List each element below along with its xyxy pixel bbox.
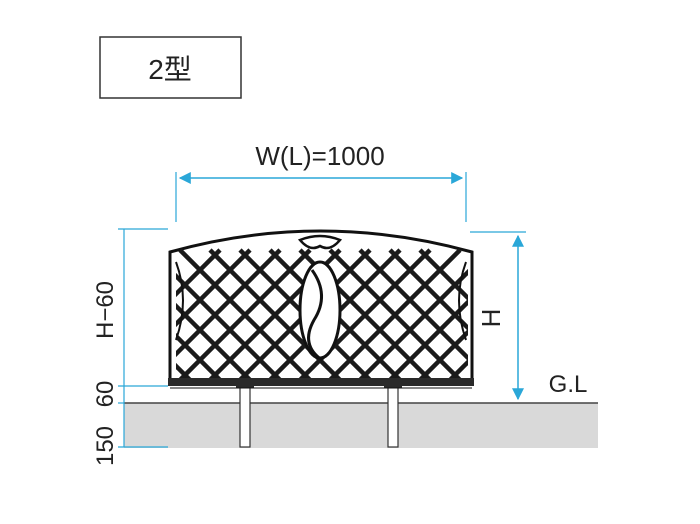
width-label: W(L)=1000 (255, 141, 384, 171)
height-label: H (476, 309, 506, 328)
ground-area (124, 403, 598, 448)
width-dimension (175, 172, 467, 222)
fence-panel (168, 229, 474, 389)
left-label-150: 150 (92, 426, 119, 466)
height-dimension (470, 231, 526, 401)
type-label-box (99, 36, 242, 99)
right-post (387, 384, 399, 448)
left-dimension (118, 228, 168, 448)
ground-label: G.L (549, 371, 588, 398)
left-post (239, 384, 251, 448)
left-label-h-minus-60: H−60 (92, 281, 119, 339)
type-label: 2型 (148, 54, 192, 85)
left-label-60: 60 (92, 381, 119, 408)
